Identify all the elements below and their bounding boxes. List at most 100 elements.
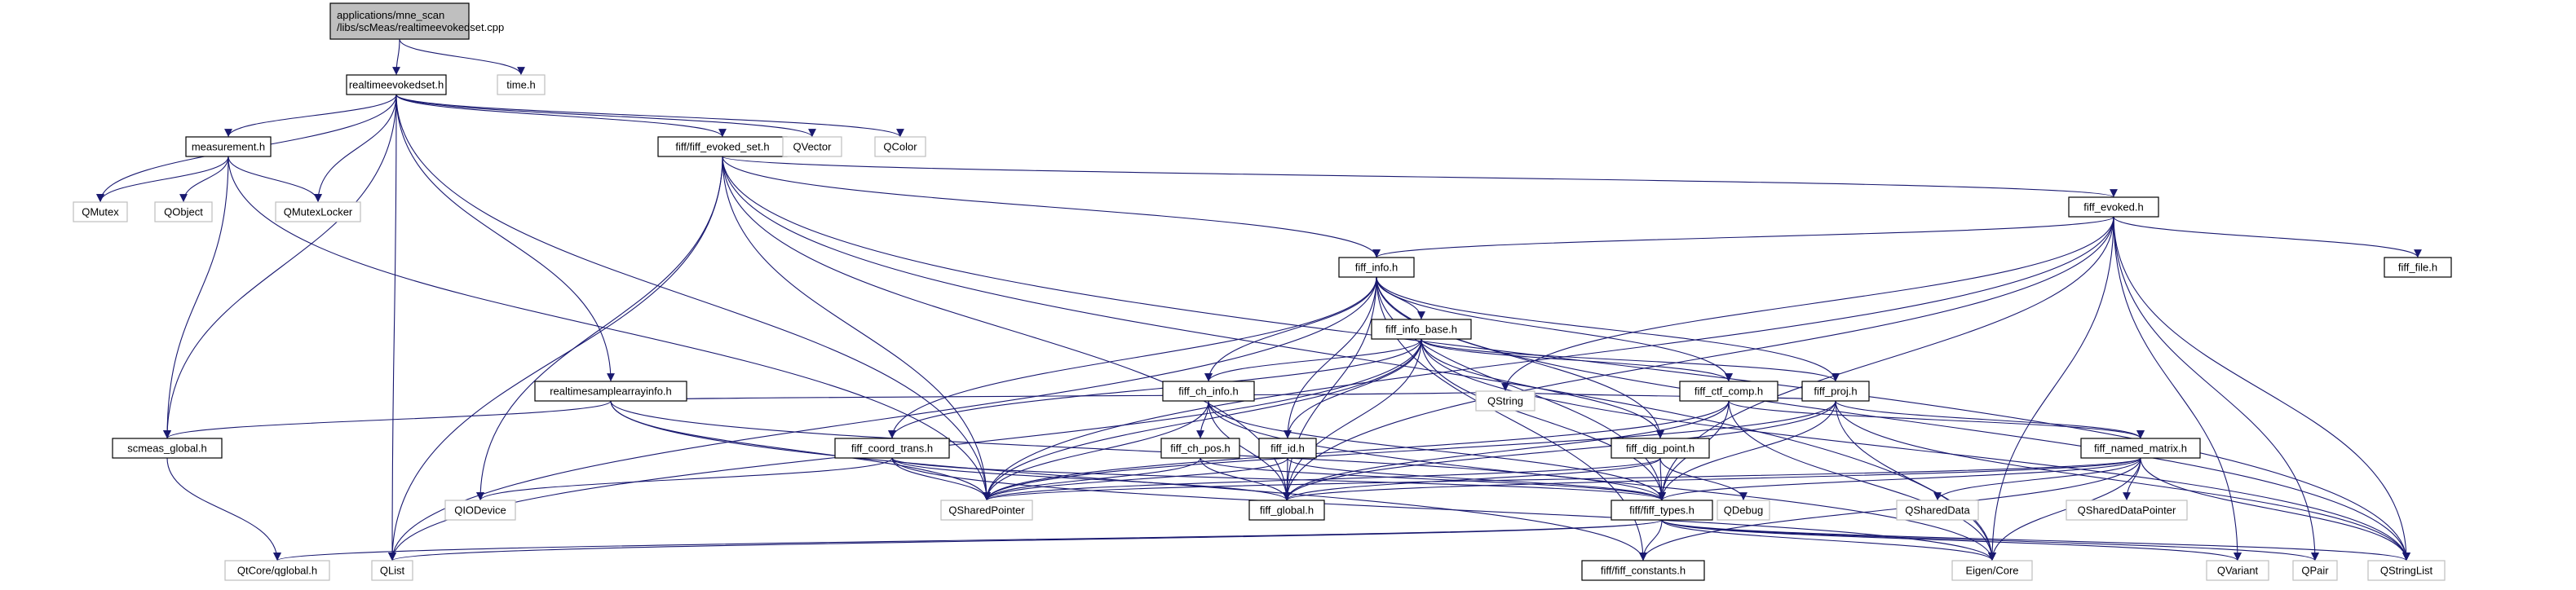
node-box xyxy=(73,201,128,222)
node-qmutexlocker: QMutexLocker xyxy=(275,201,361,222)
edge-finfobase-to-ftypes xyxy=(1421,338,1666,501)
node-fevoked[interactable]: fiff_evoked.h xyxy=(2068,196,2159,218)
edge-fchinfo-to-fglobal xyxy=(1208,400,1291,501)
node-label: fiff_named_matrix.h xyxy=(2094,442,2187,455)
node-box xyxy=(834,438,950,459)
node-box xyxy=(346,74,447,95)
node-fchpos[interactable]: fiff_ch_pos.h xyxy=(1160,438,1240,459)
node-qshareddataptr: QSharedDataPointer xyxy=(2066,500,2188,521)
node-box xyxy=(275,201,361,222)
node-box xyxy=(497,74,546,95)
edge-finfo-to-fglobal xyxy=(1283,276,1377,501)
node-label: QDebug xyxy=(1724,504,1763,517)
node-label: QStringList xyxy=(2380,565,2433,577)
node-qpair: QPair xyxy=(2292,560,2338,581)
edge-fevoked-to-qstringlist xyxy=(2113,216,2410,561)
edge-fnamed-to-qsharedptr xyxy=(983,457,2141,501)
edge-fes-to-qsharedptr xyxy=(722,156,991,501)
node-label: time.h xyxy=(506,79,535,91)
node-eigencore: Eigen/Core xyxy=(1951,560,2033,581)
node-box xyxy=(224,560,330,581)
node-box xyxy=(1475,390,1535,412)
node-fconst[interactable]: fiff/fiff_constants.h xyxy=(1581,560,1705,581)
node-root: applications/mne_scan/libs/scMeas/realti… xyxy=(329,2,504,40)
node-fproj[interactable]: fiff_proj.h xyxy=(1801,381,1870,402)
node-qmutex: QMutex xyxy=(73,201,128,222)
edge-fes-to-qstringlist xyxy=(722,156,2410,561)
node-label: fiff_proj.h xyxy=(1814,385,1857,398)
edge-fproj-to-qsharedptr xyxy=(983,400,1836,501)
edge-ftypes-to-qvariant xyxy=(1661,519,2242,561)
node-qstringlist: QStringList xyxy=(2367,560,2446,581)
node-box xyxy=(2292,560,2338,581)
node-rtes[interactable]: realtimeevokedset.h xyxy=(346,74,447,95)
node-fctf[interactable]: fiff_ctf_comp.h xyxy=(1679,381,1778,402)
node-fglobal[interactable]: fiff_global.h xyxy=(1248,500,1325,521)
edge-rtsai-to-ftypes xyxy=(610,400,1666,501)
node-rtsai[interactable]: realtimesamplearrayinfo.h xyxy=(534,381,687,402)
edge-finfobase-to-fcoord xyxy=(888,338,1422,439)
node-fcoord[interactable]: fiff_coord_trans.h xyxy=(834,438,950,459)
node-qdebug: QDebug xyxy=(1717,500,1770,521)
node-label: fiff/fiff_constants.h xyxy=(1601,565,1686,577)
node-fes[interactable]: fiff/fiff_evoked_set.h xyxy=(657,136,788,157)
edge-fes-to-qiodevice xyxy=(476,156,723,501)
node-finfobase[interactable]: fiff_info_base.h xyxy=(1371,319,1472,340)
node-label: fiff_info.h xyxy=(1355,262,1398,274)
node-fid[interactable]: fiff_id.h xyxy=(1258,438,1317,459)
edge-fproj-to-eigencore xyxy=(1835,400,1996,561)
edge-fchinfo-to-ftypes xyxy=(1208,400,1666,501)
node-label: QMutexLocker xyxy=(284,206,353,218)
node-box xyxy=(1611,438,1710,459)
edge-fcoord-to-eigencore xyxy=(891,457,1996,561)
node-box xyxy=(1581,560,1705,581)
node-ftypes[interactable]: fiff/fiff_types.h xyxy=(1611,500,1713,521)
edge-finfo-to-ftypes xyxy=(1376,276,1666,501)
node-box xyxy=(940,500,1033,521)
edge-meas-to-qmutexlocker xyxy=(228,156,322,203)
node-qvector: QVector xyxy=(782,136,842,157)
node-box xyxy=(1611,500,1713,521)
node-label: fiff/fiff_types.h xyxy=(1629,504,1695,517)
node-label: QSharedDataPointer xyxy=(2078,504,2176,517)
edge-fnamed-to-fconst xyxy=(1639,457,2141,561)
node-ffile[interactable]: fiff_file.h xyxy=(2384,257,2452,278)
node-label: measurement.h xyxy=(192,141,265,153)
node-label: fiff_ctf_comp.h xyxy=(1695,385,1763,398)
node-meas[interactable]: measurement.h xyxy=(185,136,272,157)
edge-rtes-to-qlist xyxy=(388,94,397,561)
node-finfo[interactable]: fiff_info.h xyxy=(1338,257,1415,278)
edge-finfobase-to-fchinfo xyxy=(1204,338,1422,382)
node-fdig[interactable]: fiff_dig_point.h xyxy=(1611,438,1710,459)
edge-finfo-to-fchinfo xyxy=(1204,276,1377,382)
edge-rtsai-to-scglobal xyxy=(163,400,612,439)
node-scglobal[interactable]: scmeas_global.h xyxy=(112,438,223,459)
edge-fes-to-qlist xyxy=(388,156,723,561)
edge-fctf-to-qsharedptr xyxy=(983,400,1730,501)
node-box xyxy=(2080,438,2201,459)
node-box xyxy=(371,560,413,581)
node-box xyxy=(782,136,842,157)
edge-finfobase-to-qstringlist xyxy=(1421,338,2410,561)
edge-finfo-to-fproj xyxy=(1376,276,1840,382)
edge-fcoord-to-qiodevice xyxy=(476,457,893,501)
node-label: fiff_ch_pos.h xyxy=(1170,442,1230,455)
edge-scglobal-to-qtcoreqglobal xyxy=(166,457,281,561)
edge-fevoked-to-qstring xyxy=(1501,216,2114,392)
edge-rtes-to-qsharedptr xyxy=(395,94,991,501)
edge-finfobase-to-fdig xyxy=(1421,338,1664,439)
node-box xyxy=(874,136,926,157)
edge-fproj-to-ftypes xyxy=(1658,400,1836,501)
edge-fctf-to-fglobal xyxy=(1283,400,1730,501)
node-qiodevice: QIODevice xyxy=(444,500,516,521)
node-fnamed[interactable]: fiff_named_matrix.h xyxy=(2080,438,2201,459)
node-box xyxy=(185,136,272,157)
node-label: Eigen/Core xyxy=(1965,565,2018,577)
node-box xyxy=(1896,500,1979,521)
edge-finfo-to-fcoord xyxy=(888,276,1377,439)
node-box xyxy=(154,201,213,222)
node-label: fiff_file.h xyxy=(2398,262,2437,274)
edge-fes-to-finfo xyxy=(722,156,1381,258)
node-fchinfo[interactable]: fiff_ch_info.h xyxy=(1162,381,1255,402)
